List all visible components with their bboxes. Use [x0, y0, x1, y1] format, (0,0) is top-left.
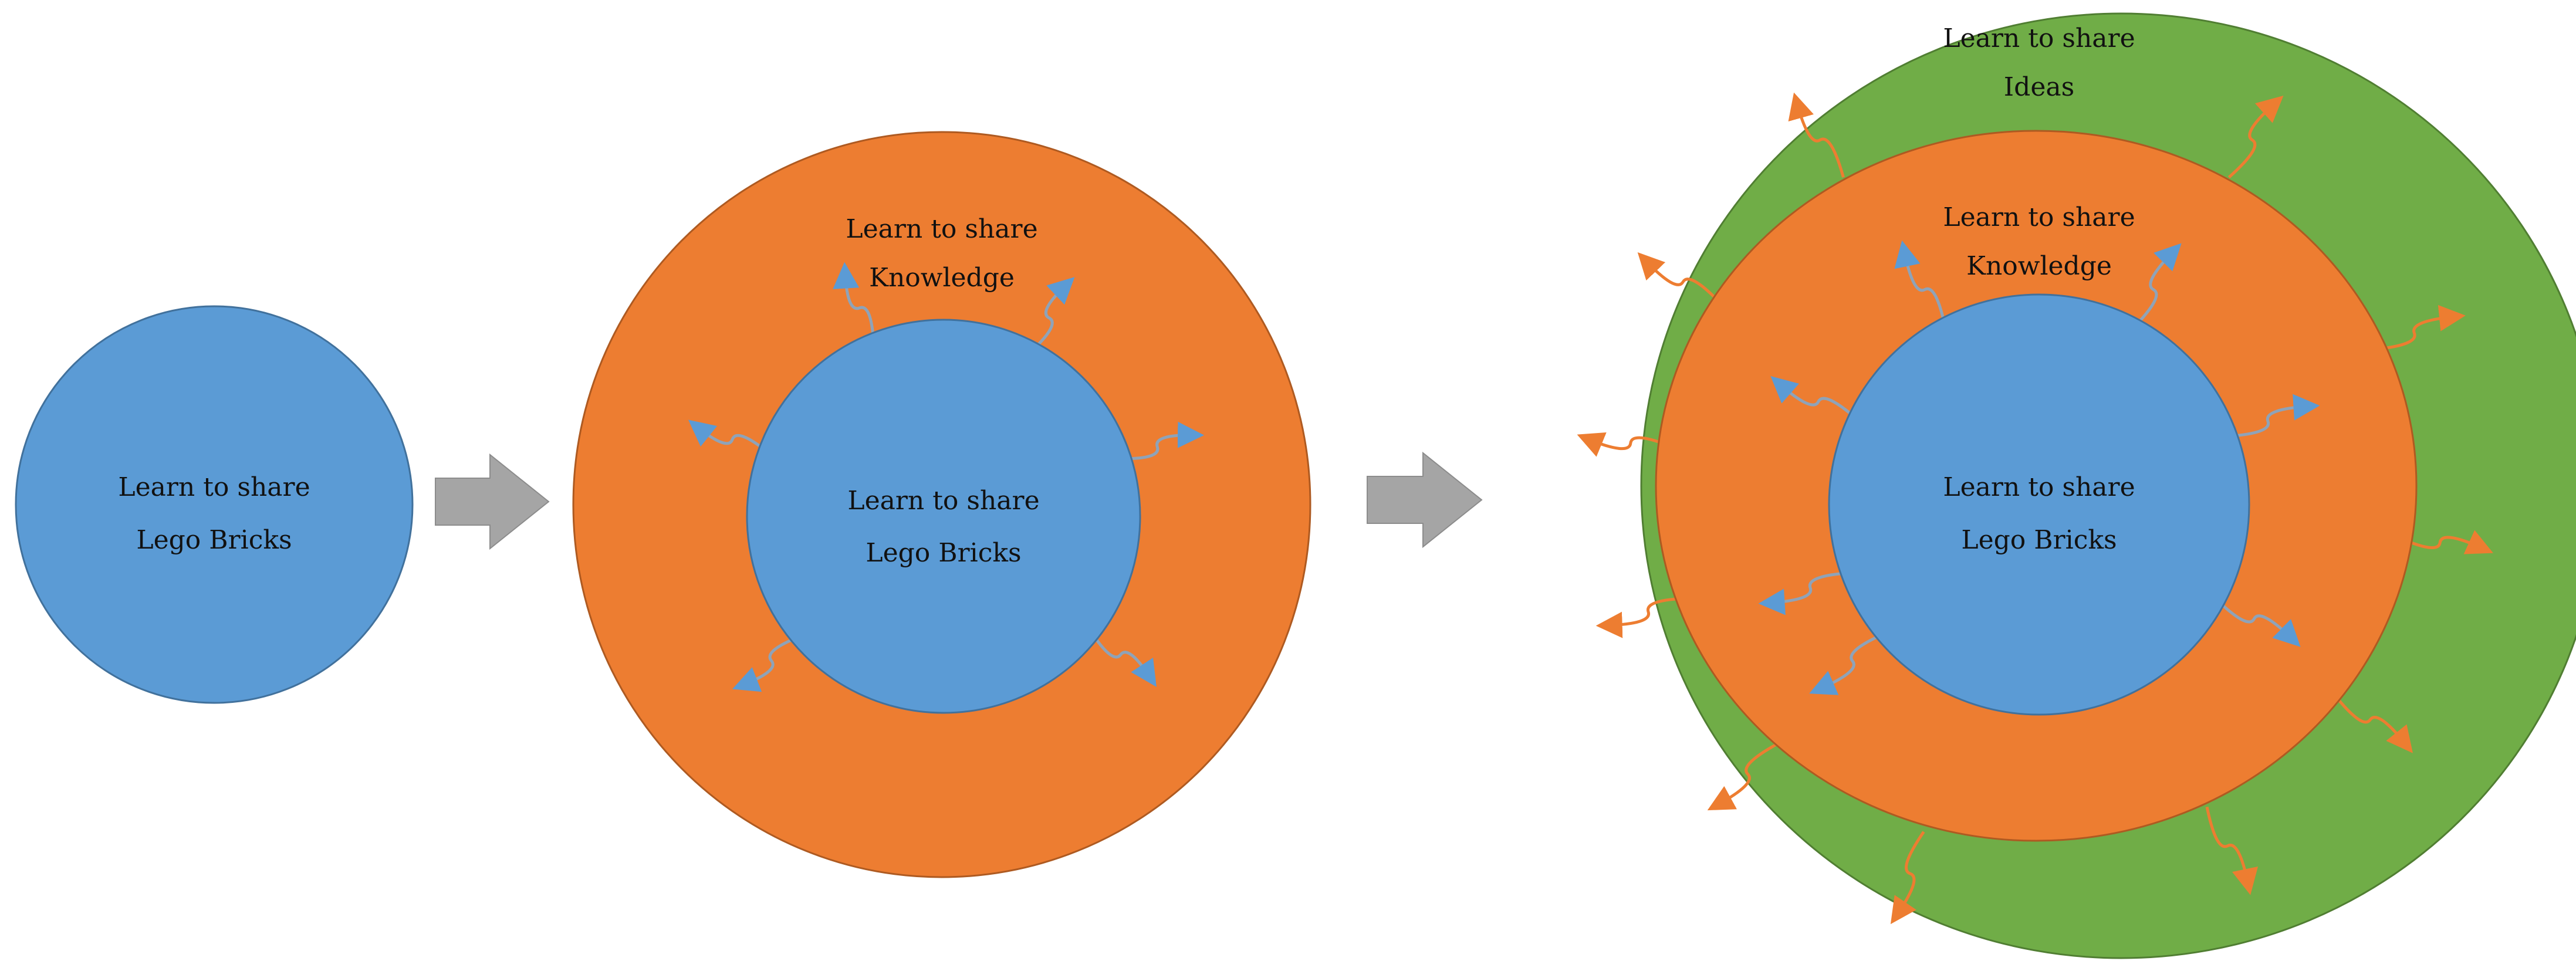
knowledge-label-line1: Learn to share: [1943, 202, 2135, 232]
share-arrow-icon: [732, 635, 802, 692]
lego-to-knowledge-arrows: [688, 262, 1205, 692]
share-arrow-icon: [1595, 597, 1691, 638]
share-arrow-icon: [2214, 597, 2301, 647]
share-arrow-icon: [1809, 631, 1887, 695]
knowledge-label-line1: Learn to share: [846, 214, 1037, 244]
ideas-label-line1: Learn to share: [1943, 23, 2135, 53]
share-arrow-icon: [833, 262, 875, 344]
share-arrow-icon: [1030, 277, 1075, 353]
lego-bricks-label-line1: Learn to share: [118, 472, 310, 502]
lego-to-knowledge-arrows: [1758, 240, 2320, 695]
knowledge-to-ideas-arrows: [1577, 92, 2493, 925]
share-arrow-icon: [1121, 421, 1205, 461]
share-arrow-icon: [1894, 240, 1947, 329]
share-arrow-icon: [2373, 305, 2466, 351]
share-arrow-icon: [1707, 742, 1780, 811]
share-arrow-icon: [2332, 693, 2413, 753]
share-arrow-icon: [2395, 530, 2493, 554]
knowledge-label-line2: Knowledge: [1966, 251, 2112, 281]
knowledge-label-line2: Knowledge: [869, 263, 1015, 293]
share-arrow-icon: [1637, 252, 1722, 305]
lego-bricks-label-line2: Lego Bricks: [1961, 525, 2117, 555]
share-arrow-icon: [2205, 806, 2259, 895]
share-arrow-icon: [688, 419, 769, 454]
right-arrow-icon: [1367, 451, 1483, 549]
share-arrow-icon: [1577, 432, 1675, 457]
right-arrow-icon: [435, 453, 550, 550]
share-arrow-icon: [1890, 831, 1925, 925]
stage-2: Learn to share Knowledge Learn to share …: [572, 131, 1311, 878]
share-arrow-icon: [2226, 394, 2320, 438]
lego-bricks-label-line1: Learn to share: [1943, 472, 2135, 502]
ideas-label-line2: Ideas: [2004, 72, 2074, 102]
lego-bricks-label-line2: Lego Bricks: [866, 538, 1021, 568]
share-arrow-icon: [2131, 243, 2182, 330]
share-arrow-icon: [2227, 96, 2284, 179]
share-arrow-icon: [1770, 376, 1860, 422]
lego-bricks-circle: [1828, 293, 2250, 716]
lego-bricks-label-line1: Learn to share: [847, 486, 1039, 516]
share-arrow-icon: [1758, 571, 1852, 615]
share-arrow-icon: [1089, 630, 1157, 687]
lego-bricks-circle: [746, 319, 1141, 714]
stage-1: Learn to share Lego Bricks: [15, 305, 414, 704]
stage-3: Learn to share Ideas Learn to share Know…: [1577, 12, 2576, 959]
lego-bricks-circle: [15, 305, 414, 704]
share-arrow-icon: [1788, 92, 1845, 178]
lego-bricks-label-line2: Lego Bricks: [136, 525, 292, 555]
